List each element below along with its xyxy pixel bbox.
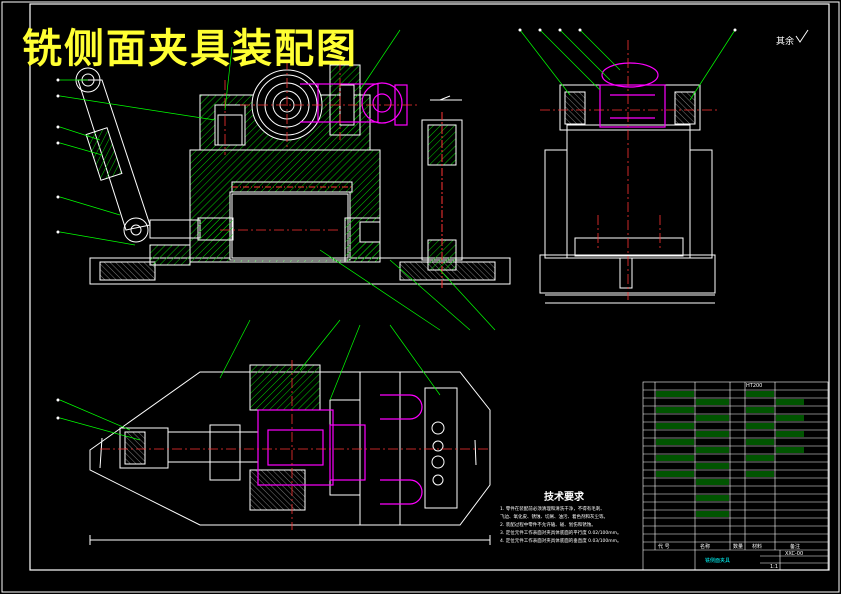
top-view <box>89 364 491 545</box>
tech-note: 4. 定位元件工作表面对夹具体底面的垂直度 0.03/100mm。 <box>500 539 622 544</box>
parts-list <box>642 381 829 571</box>
roughness-note: 其余 <box>776 37 795 47</box>
side-centerlines <box>540 40 720 300</box>
roughness-symbol <box>795 29 809 43</box>
tech-note: 3. 定位元件工作表面对夹具体底面的平行度 0.02/100mm。 <box>500 531 622 536</box>
front-view <box>75 64 511 290</box>
balloon-marks <box>56 28 737 420</box>
part-name: 铣侧面夹具 <box>705 558 731 564</box>
header-code: 代 号 <box>658 544 670 550</box>
parts-list-cells <box>656 391 804 517</box>
header-remark: 备注 <box>790 544 801 550</box>
drawing-number: XXC-00 <box>785 551 804 557</box>
front-workpiece <box>300 82 408 126</box>
top-centerlines <box>100 360 490 530</box>
side-view <box>539 84 716 304</box>
header-name: 名称 <box>700 544 711 550</box>
header-material: 材料 <box>752 544 763 550</box>
inner-frame <box>29 3 830 571</box>
drawing-scale: 1:1 <box>770 564 779 570</box>
material-top: HT200 <box>746 383 763 389</box>
header-qty: 数量 <box>733 544 744 550</box>
side-workpiece <box>599 62 666 128</box>
tech-note: 飞边、氧化皮、锈蚀、切屑、油污、着色剂和灰尘等。 <box>500 515 608 520</box>
leader-lines <box>59 29 736 441</box>
front-centerlines <box>220 60 420 231</box>
tech-requirements-title: 技术要求 <box>544 492 584 503</box>
drawing-title: 铣侧面夹具装配图 <box>22 26 358 72</box>
tech-note: 1. 零件在装配前必须清理和清洗干净，不得有毛刺、 <box>500 507 605 512</box>
top-workpiece <box>257 394 423 505</box>
tech-requirements-notes: 1. 零件在装配前必须清理和清洗干净，不得有毛刺、 飞边、氧化皮、锈蚀、切屑、油… <box>500 506 640 546</box>
tech-note: 2. 装配过程中零件不允许磕、碰、划伤和锈蚀。 <box>500 523 596 528</box>
